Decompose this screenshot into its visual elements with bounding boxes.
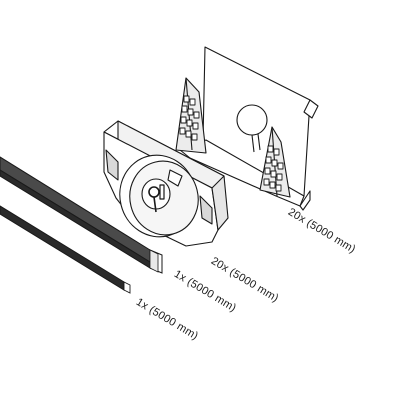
mounting-bracket <box>175 46 319 211</box>
thin-strip <box>0 205 131 294</box>
clip-part <box>103 120 229 247</box>
profile-rail <box>0 156 163 274</box>
